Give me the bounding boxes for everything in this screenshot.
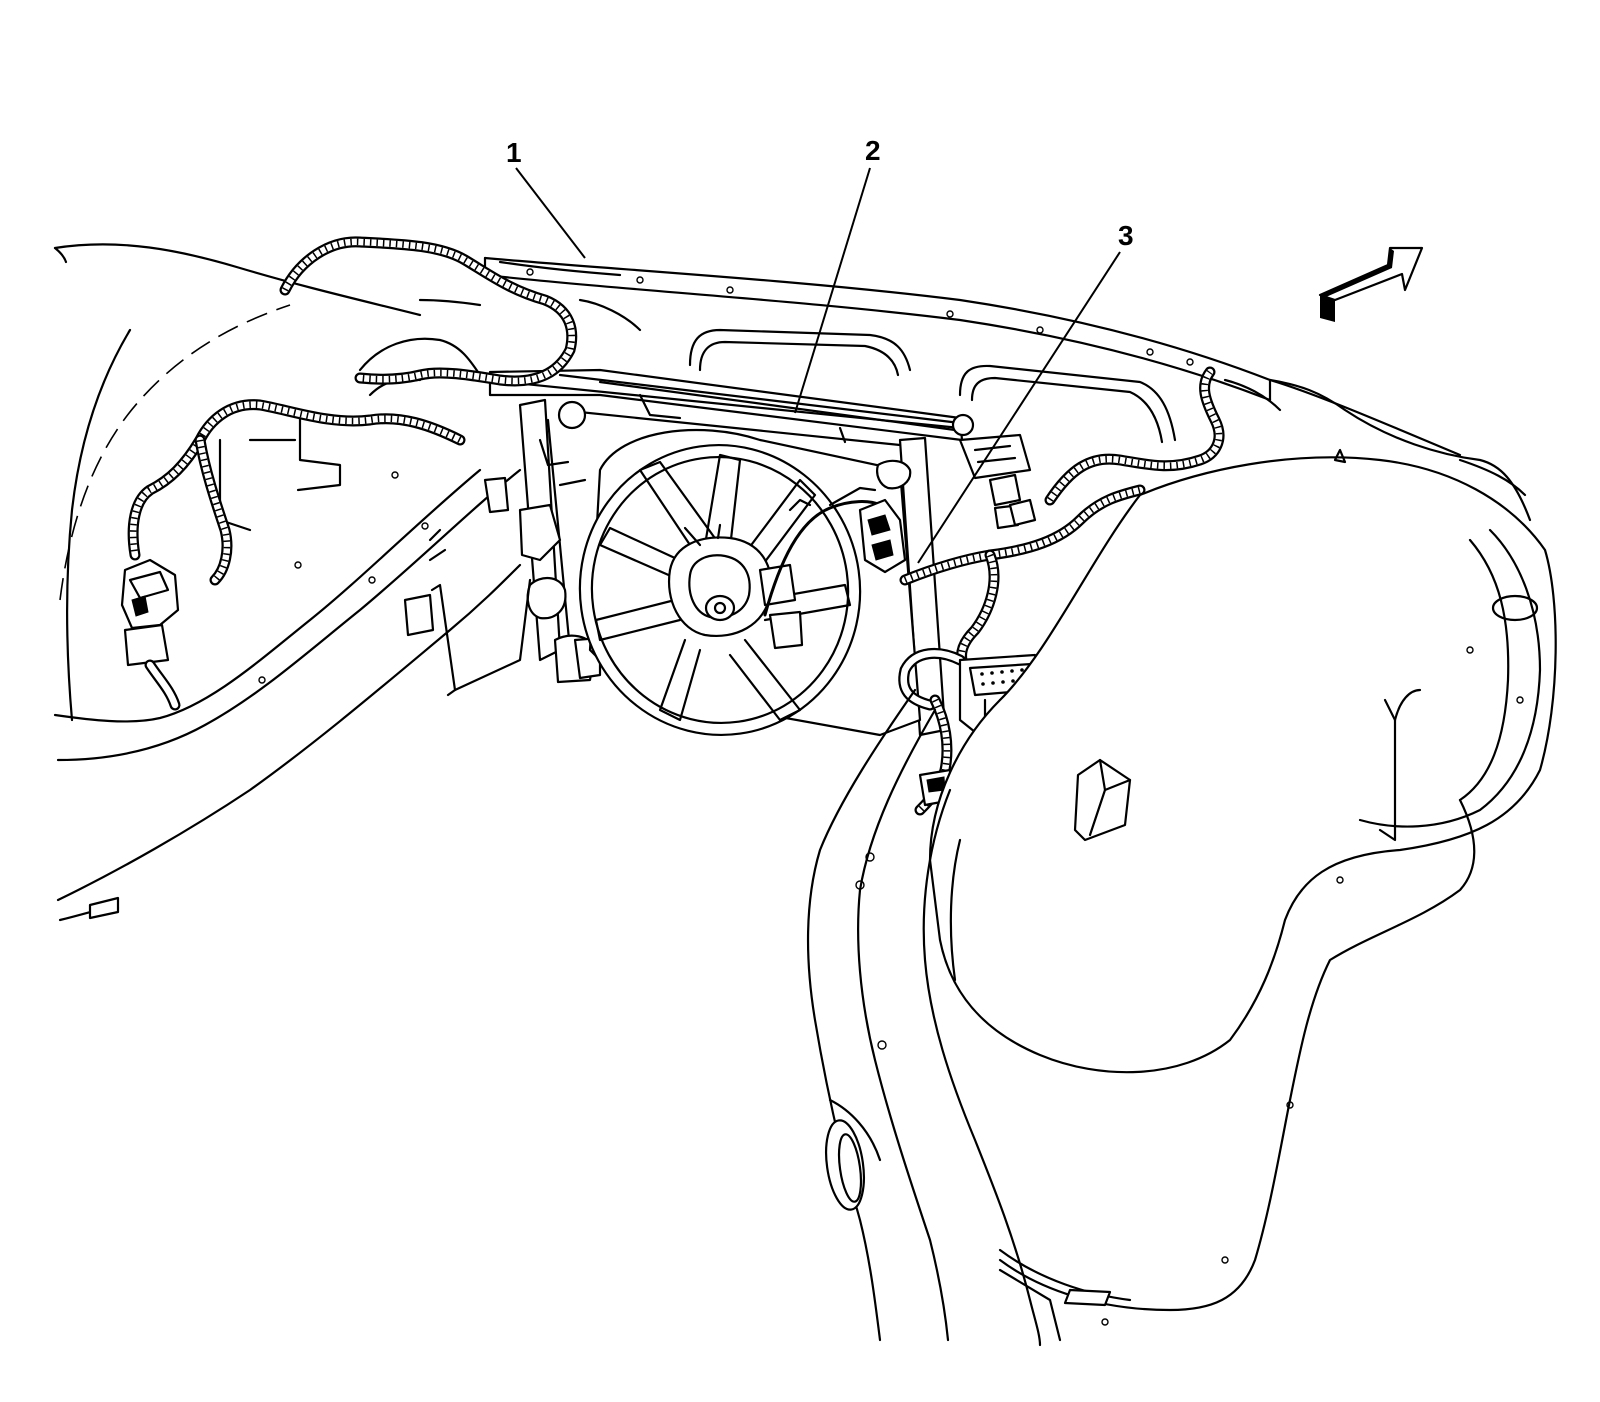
leader-line-2 bbox=[794, 167, 871, 414]
right-frame-rail bbox=[806, 688, 1112, 1347]
left-harness-connector bbox=[120, 558, 180, 667]
leader-line-3 bbox=[917, 251, 1121, 564]
callout-label-1: 1 bbox=[506, 137, 522, 168]
cooling-fan bbox=[578, 428, 922, 737]
lower-shield bbox=[403, 578, 532, 697]
fan-connector bbox=[858, 433, 1037, 574]
radiator bbox=[488, 368, 975, 737]
upper-tie-bar bbox=[483, 256, 1532, 522]
callouts: 1 2 3 bbox=[506, 135, 1134, 564]
tie-bar-openings bbox=[688, 328, 1177, 444]
callout-label-3: 3 bbox=[1118, 220, 1134, 251]
callout-label-2: 2 bbox=[865, 135, 881, 166]
radiator-outlet bbox=[483, 438, 602, 684]
front-direction-arrow-icon bbox=[1318, 246, 1424, 322]
right-wheelhouse bbox=[928, 456, 1557, 1312]
left-wheelhouse bbox=[53, 243, 522, 922]
leader-line-1 bbox=[515, 167, 586, 259]
right-upper-panel bbox=[1223, 378, 1527, 497]
wiring-harness bbox=[127, 236, 1225, 816]
